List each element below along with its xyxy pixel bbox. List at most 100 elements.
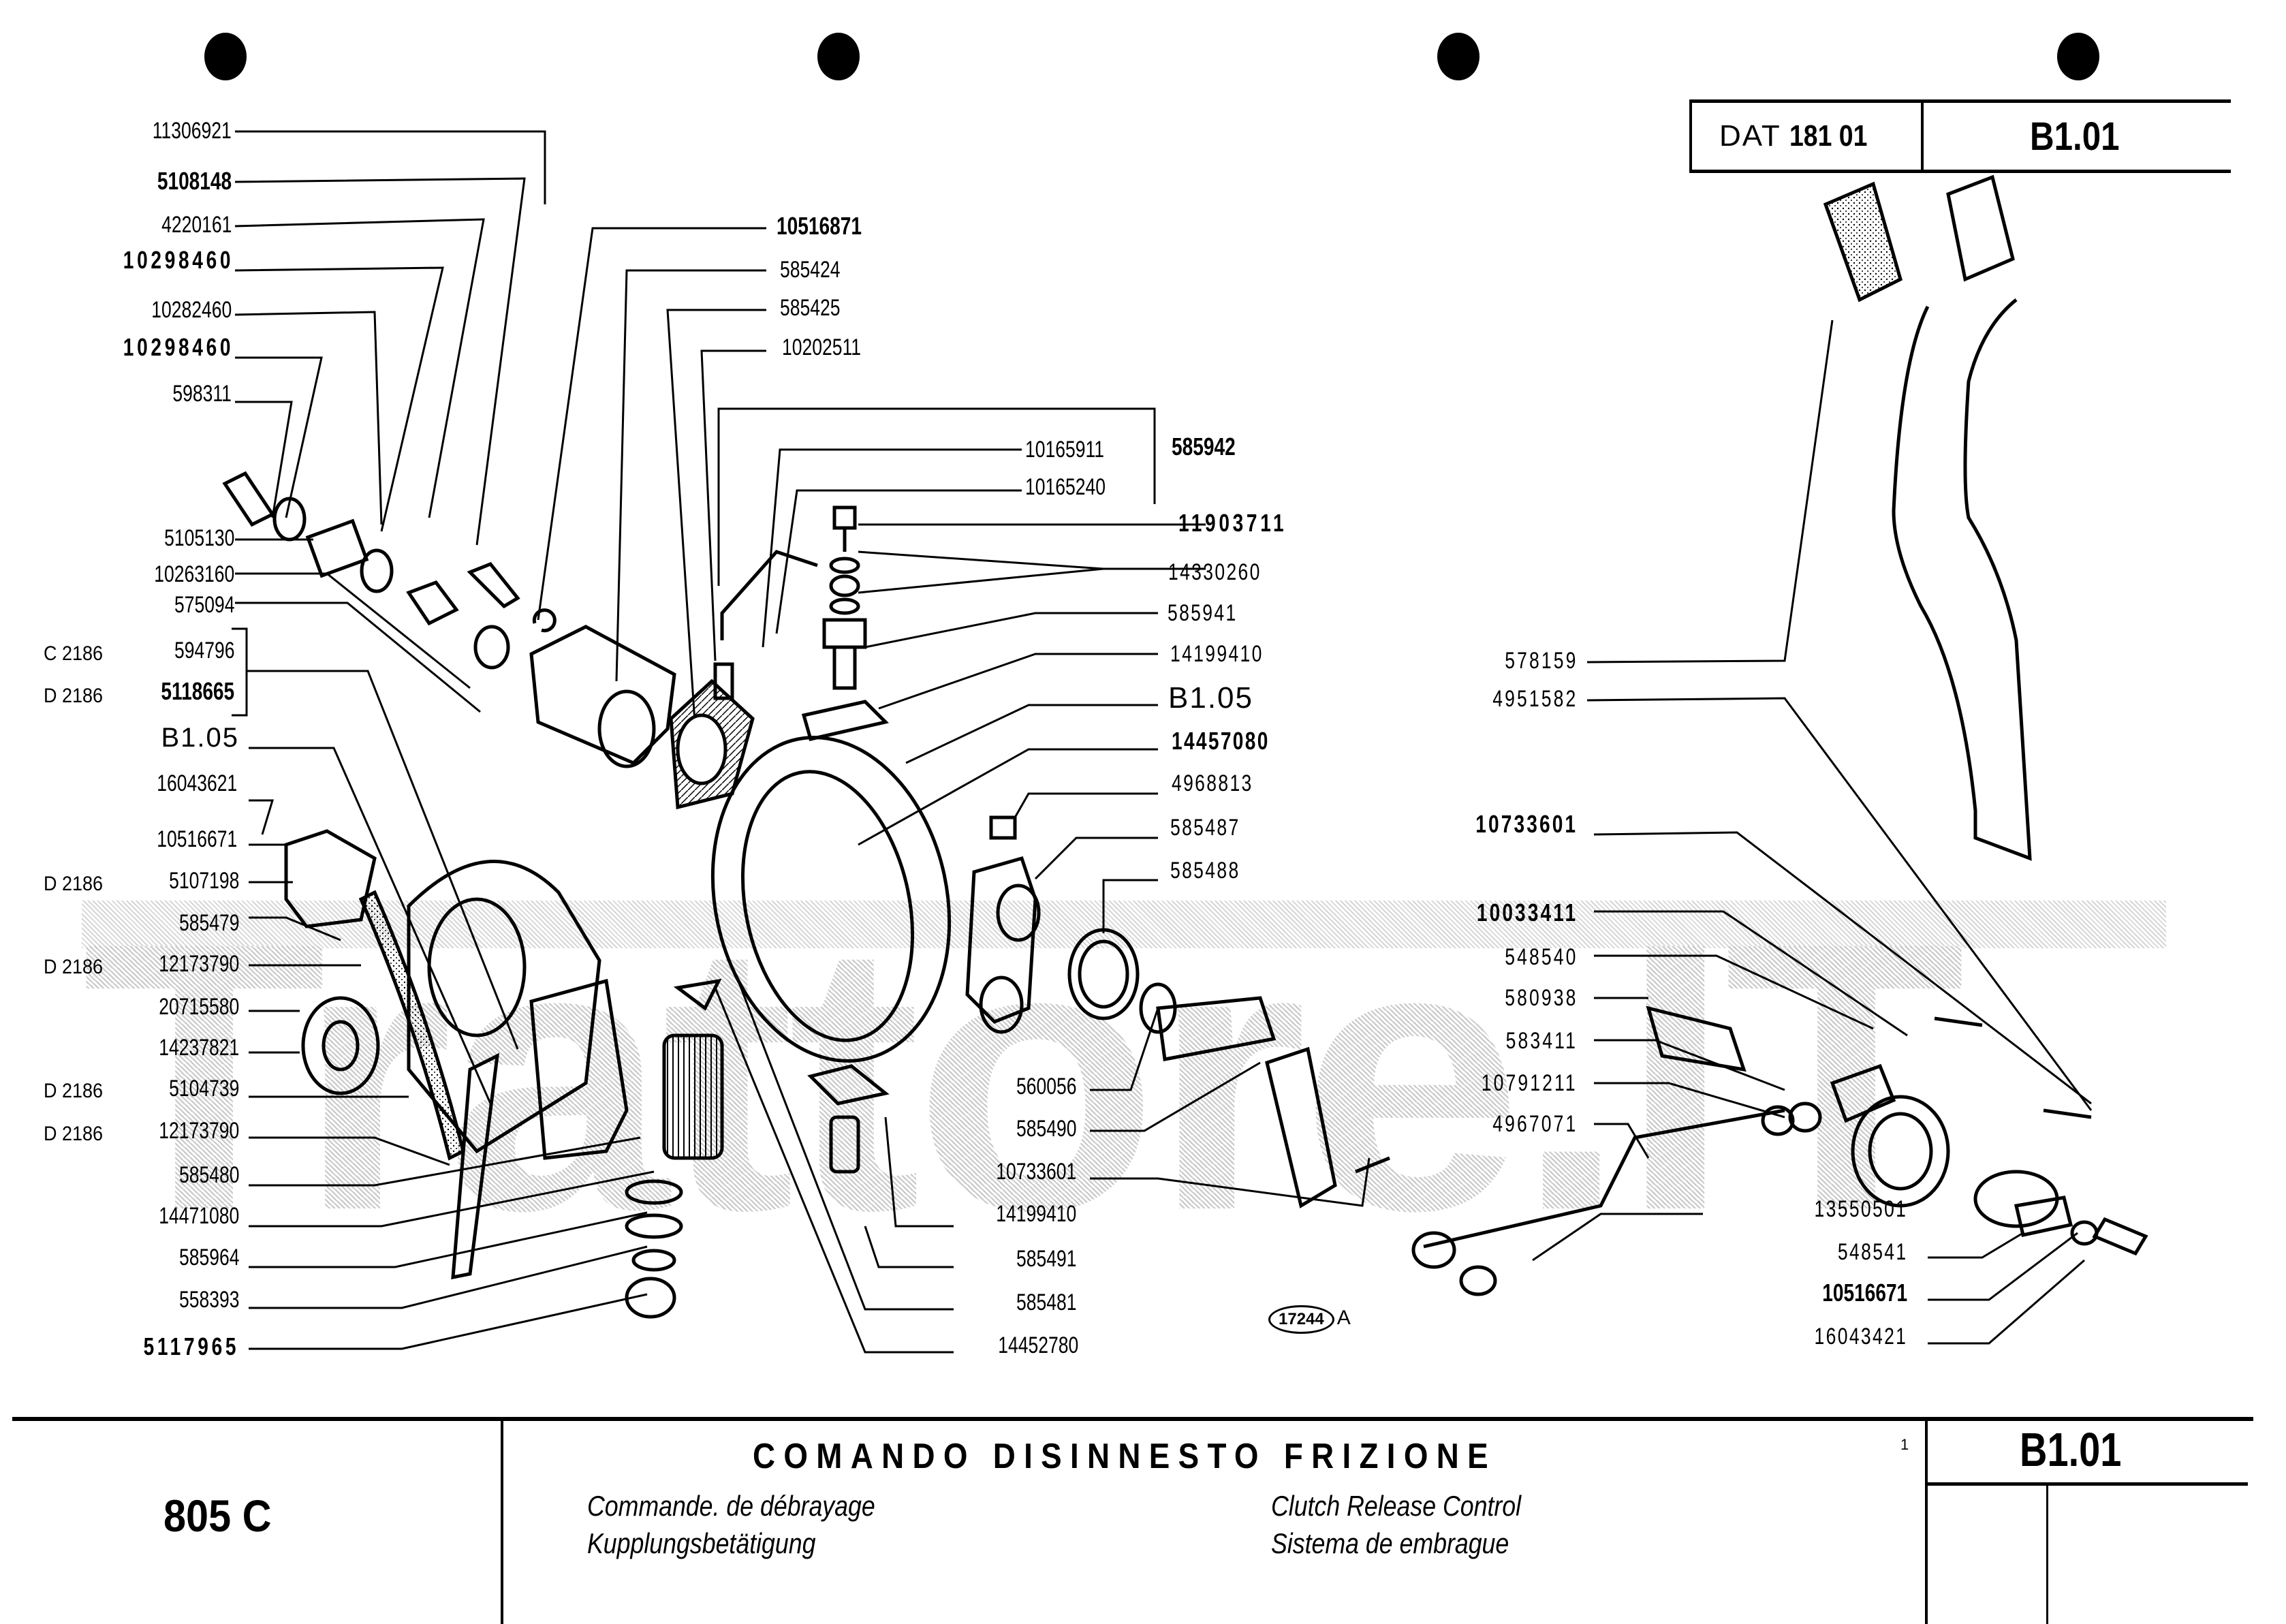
washer-shape (829, 557, 860, 574)
bearing-inner (322, 1020, 360, 1072)
leader-line (1594, 1082, 1785, 1119)
part-number-label: 4220161 (161, 212, 232, 238)
spring-shape (1851, 1095, 1950, 1208)
part-number-label: 5107198 (168, 868, 239, 894)
part-number-label: 585425 (780, 295, 841, 321)
part-number-label: 14457080 (1172, 727, 1270, 755)
leader-line (1594, 1039, 1785, 1091)
leader-line (864, 612, 1158, 649)
part-number-label: 585941 (1168, 600, 1238, 626)
section-title-english: Clutch Release Control (1271, 1490, 1522, 1522)
spring-shape (1067, 928, 1140, 1020)
part-number-label: 14237821 (159, 1035, 239, 1061)
part-number-label: 585490 (1016, 1116, 1076, 1142)
part-number-label: 12173790 (159, 951, 239, 977)
part-number-label: 585964 (178, 1245, 239, 1270)
leader-line (666, 309, 766, 723)
part-number-label: 585491 (1016, 1246, 1076, 1272)
leader-line (775, 489, 1022, 634)
part-number-label: 585488 (1170, 858, 1240, 884)
binder-hole (2057, 33, 2099, 80)
part-number-label: 5104739 (168, 1076, 239, 1102)
leader-lines-right (1532, 319, 2093, 1345)
leader-line (235, 356, 323, 518)
part-number-label: 585479 (178, 910, 239, 936)
leader-line (1090, 1008, 1159, 1091)
part-shapes (222, 174, 2148, 1319)
leader-line (1593, 831, 2092, 1105)
section-title-spanish: Sistema de embrague (1271, 1527, 1509, 1559)
part-number-label: 11306921 (152, 118, 232, 144)
nut-shape (406, 580, 459, 626)
tractor-model: 805 C (163, 1490, 272, 1541)
part-number-label: 10263160 (154, 561, 234, 587)
block-shape (2014, 1196, 2073, 1237)
spring-shape (1868, 1112, 1933, 1191)
part-number-label: 4967071 (1492, 1111, 1578, 1137)
leader-line (234, 218, 485, 518)
leader-line (858, 748, 1158, 846)
part-number-label: 14452780 (998, 1332, 1078, 1358)
leader-line (1090, 1061, 1261, 1132)
part-number-label: 585424 (780, 257, 841, 283)
part-number-label: 548540 (1504, 944, 1578, 970)
leader-line (762, 448, 1022, 648)
bracket-plate (284, 829, 377, 928)
section-title-french: Commande. de débrayage (587, 1490, 875, 1522)
leader-line (249, 799, 275, 835)
flange-bore (597, 689, 656, 768)
lever-bore (996, 884, 1041, 942)
bolt-shape (2092, 1217, 2148, 1256)
leader-line (1594, 954, 1874, 1030)
nut-shape (1788, 1102, 1822, 1133)
filter-element-shape (662, 1033, 724, 1160)
bolt-shape (222, 471, 275, 527)
leader-line (234, 311, 383, 525)
leader-line (249, 747, 492, 1104)
leader-line (905, 704, 1158, 764)
circlip-shape (532, 608, 557, 633)
serial-code-label: D 2186 (44, 1123, 104, 1145)
part-number-label: 10298460 (123, 246, 234, 274)
leader-line (247, 670, 519, 1050)
fork-shape (1830, 1063, 1896, 1123)
part-number-label: 10202511 (782, 334, 862, 360)
part-number-label: 5105130 (163, 525, 234, 551)
serial-code-label: D 2186 (44, 873, 104, 895)
leader-line (249, 1245, 648, 1309)
part-number-label: 580938 (1504, 985, 1578, 1011)
pedal-grip-sleeve (1946, 174, 2015, 282)
union-shape (822, 618, 867, 690)
leader-line (734, 973, 954, 1311)
spring-shape (1078, 939, 1129, 1009)
part-number-label: 5117965 (143, 1332, 239, 1360)
shaft-shape (451, 1052, 500, 1280)
part-number-label: 10033411 (1476, 899, 1578, 926)
leader-line (1594, 910, 1908, 1037)
leader-line (864, 1225, 954, 1268)
leader-line (235, 401, 293, 518)
binder-hole (1437, 33, 1479, 80)
bearing-shape (301, 996, 380, 1095)
table-reference-label: B1.05 (1168, 681, 1253, 715)
washer-shape (2070, 1220, 2099, 1246)
lever-arm-shape (1265, 1046, 1337, 1208)
leader-line (234, 177, 526, 546)
leader-line (858, 550, 1206, 570)
leader-line (1090, 1157, 1371, 1207)
filter-cap-shape (673, 978, 722, 1011)
pivot-bore (1973, 1170, 2059, 1228)
part-number-label: 5108148 (157, 167, 232, 195)
part-number-label: 10282460 (151, 297, 232, 323)
serial-code-label: D 2186 (44, 1080, 104, 1102)
part-number-label: 11903711 (1178, 509, 1287, 537)
leader-line (1586, 319, 1834, 663)
leader-line (1928, 1232, 2024, 1259)
clutch-housing-shape (407, 860, 601, 1154)
part-number-label: 575094 (174, 592, 234, 618)
leader-line (700, 349, 766, 661)
